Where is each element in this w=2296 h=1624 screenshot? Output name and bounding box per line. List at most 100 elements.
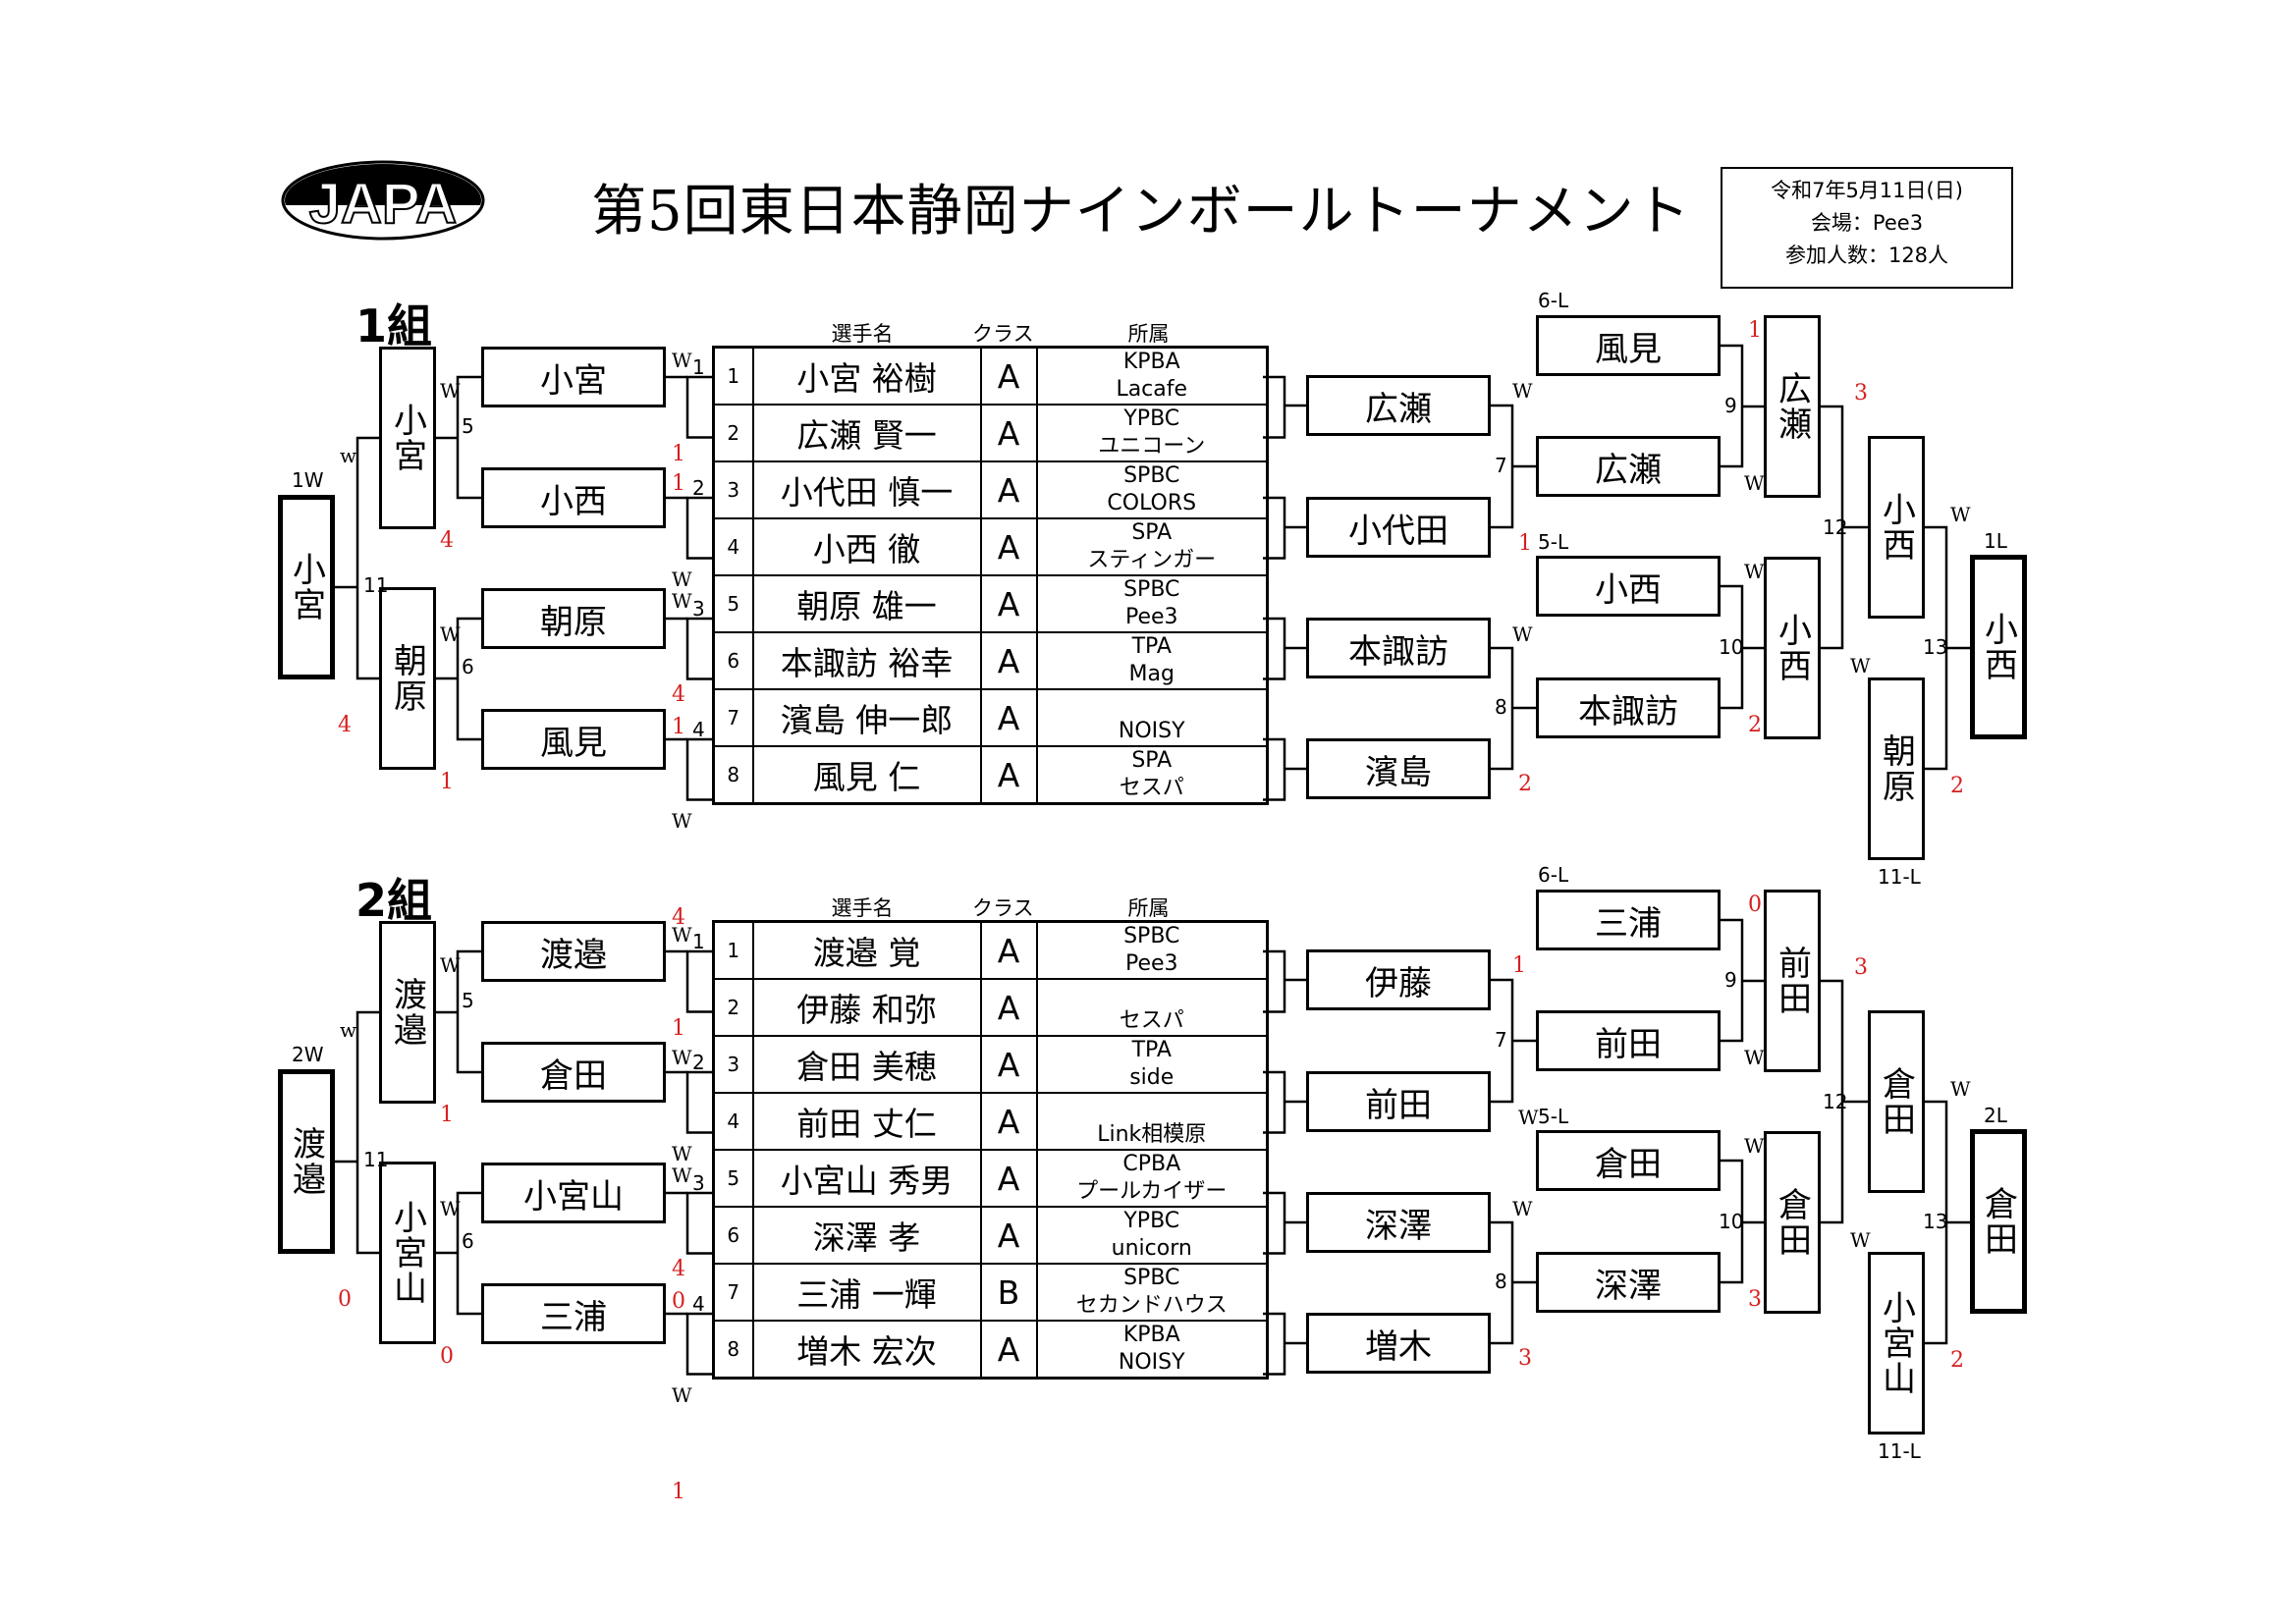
player-affiliation-2: unicorn	[1111, 1236, 1192, 1261]
player-affiliation-1	[1039, 1095, 1266, 1121]
right-r2-box: 本諏訪	[1536, 677, 1721, 738]
score: 4	[672, 1257, 685, 1281]
event-info-box: 令和7年5月11日(日) 会場：Pee3 参加人数：128人	[1721, 167, 2013, 289]
win-mark: W	[440, 623, 461, 646]
win-mark: W	[672, 1164, 692, 1187]
right-r1-box: 小代田	[1306, 497, 1491, 558]
win-mark: W	[440, 1197, 461, 1220]
win-mark: W	[672, 1383, 692, 1407]
right-r4-box: 小西	[1868, 436, 1925, 619]
player-name: 小宮 裕樹	[751, 346, 982, 406]
win-mark: W	[1744, 1134, 1765, 1158]
score: 0	[672, 1289, 685, 1314]
player-affiliation-2: Mag	[1128, 662, 1175, 686]
winner-label: 1W	[292, 468, 324, 492]
left-winner-box-label: 渡邉	[286, 1126, 326, 1197]
score: 3	[1854, 381, 1868, 406]
right-winner-box: 倉田	[1970, 1129, 2027, 1314]
match-number: 5	[462, 989, 474, 1012]
score: 1	[672, 471, 685, 496]
player-class: A	[979, 460, 1038, 519]
right-r2-box-label: 前田	[1595, 1024, 1662, 1064]
player-affiliation-2: Pee3	[1124, 605, 1178, 629]
player-affiliation-2: プールカイザー	[1076, 1179, 1228, 1204]
right-r2-box-label: 本諏訪	[1578, 691, 1678, 731]
right-winner-box-label: 小西	[1978, 612, 2018, 682]
column-header-affiliation: 所属	[1127, 322, 1170, 346]
japa-logo: JAPA	[281, 160, 485, 241]
left-r1-box: 三浦	[481, 1283, 666, 1344]
win-mark: W	[1850, 654, 1871, 677]
winner-label: 1L	[1984, 529, 2007, 553]
column-header-name: 選手名	[831, 322, 894, 346]
right-r3-box: 小西	[1764, 557, 1821, 739]
left-r1-box: 小宮	[481, 347, 666, 407]
match-number: 13	[1923, 1210, 1948, 1233]
left-r1-box-label: 倉田	[540, 1056, 607, 1096]
player-affiliation-1: TPA	[1131, 1038, 1172, 1062]
right-r4-box-label: 朝原	[1876, 733, 1916, 804]
bracket-connector	[685, 949, 712, 1013]
right-winner-box: 小西	[1970, 555, 2027, 739]
win-mark: W	[1512, 379, 1533, 403]
page-title: 第5回東日本静岡ナインボールトーナメント	[591, 180, 1691, 244]
bracket-connector	[355, 436, 379, 680]
player-affiliation-1: TPA	[1131, 634, 1172, 659]
player-affiliation-1: SPBC	[1123, 1266, 1180, 1290]
player-affiliation-1: KPBA	[1122, 350, 1180, 374]
bracket-connector	[685, 737, 712, 801]
right-r2-box-label: 深澤	[1595, 1266, 1662, 1306]
left-r2-box-label: 渡邉	[387, 977, 427, 1048]
player-name: 本諏訪 裕幸	[751, 631, 982, 690]
left-r1-box: 風見	[481, 709, 666, 770]
player-seed: 2	[712, 404, 754, 462]
winner-label: 2W	[292, 1043, 324, 1066]
win-mark: W	[672, 1142, 692, 1165]
player-seed: 8	[712, 745, 754, 805]
player-affiliation-1: SPBC	[1123, 463, 1180, 488]
player-name: 小西 徹	[751, 517, 982, 576]
player-name: 渡邉 覚	[751, 920, 982, 980]
win-mark: W	[1850, 1228, 1871, 1252]
right-r2-box: 広瀬	[1536, 436, 1721, 497]
win-mark: W	[672, 589, 692, 613]
right-r3-box-label: 倉田	[1772, 1187, 1812, 1258]
score: 1	[440, 770, 454, 794]
bracket-connector	[456, 1191, 481, 1316]
match-number: 8	[1495, 1270, 1507, 1293]
left-r1-box-label: 風見	[540, 723, 607, 763]
player-class: A	[979, 517, 1038, 576]
right-r1-box: 広瀬	[1306, 375, 1491, 436]
score: 1	[672, 1016, 685, 1041]
match-number: 1	[692, 930, 705, 953]
player-class: A	[979, 745, 1038, 805]
player-seed: 6	[712, 1206, 754, 1265]
match-number: 8	[1495, 695, 1507, 719]
win-mark: W	[672, 923, 692, 947]
score: 1	[1748, 318, 1762, 343]
match-number: 4	[692, 718, 705, 741]
player-affiliation-2: セスパ	[1119, 1008, 1184, 1033]
player-seed: 7	[712, 1263, 754, 1322]
right-r1-box: 濱島	[1306, 738, 1491, 799]
match-number: 2	[692, 476, 705, 500]
win-mark: W	[672, 568, 692, 591]
player-class: A	[979, 1320, 1038, 1380]
player-class: A	[979, 978, 1038, 1037]
player-name: 風見 仁	[751, 745, 982, 805]
match-number: 11	[363, 1148, 389, 1171]
player-affiliation-1	[1039, 981, 1266, 1007]
left-winner-box-label: 小宮	[286, 552, 326, 623]
left-r2-box: 小宮	[379, 347, 436, 529]
